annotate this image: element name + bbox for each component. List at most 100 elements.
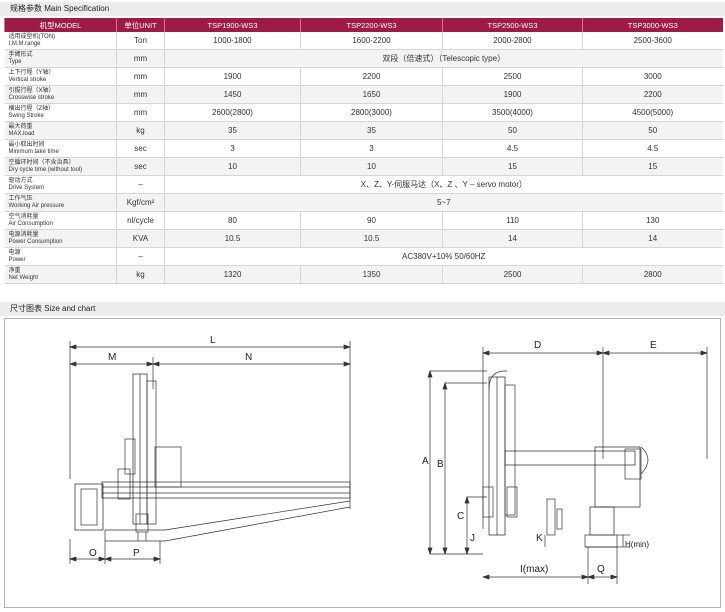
dim-H-label: H(min) <box>625 540 649 549</box>
row-label-cn: 适用成型机(TON) <box>8 34 56 40</box>
unit-cell: – <box>116 247 165 266</box>
merged-value-cell: X、Z、Y-伺服马达（X、Z 、Y – servo motor） <box>164 175 723 194</box>
value-cell: 14 <box>442 229 583 248</box>
unit-cell: Kgf/cm² <box>116 193 165 212</box>
value-cell: 1000-1800 <box>164 32 301 50</box>
column-header: TSP1900-WS3 <box>164 18 301 32</box>
row-label-cn: 引拔行程（X轴） <box>8 88 55 94</box>
dim-I-label: I(max) <box>520 564 548 575</box>
dim-L-label: L <box>210 335 216 346</box>
value-cell: 1900 <box>164 67 301 86</box>
row-label-cn: 净重 <box>8 268 21 274</box>
spec-section-header: 规格参数 Main Specification <box>0 2 725 16</box>
unit-cell: mm <box>116 85 165 104</box>
row-label-en: Air Consumption <box>8 220 53 227</box>
row-label-en: Crosswise stroke <box>8 94 55 101</box>
row-label-cn: 电源 <box>8 250 21 256</box>
unit-cell: mm <box>116 67 165 86</box>
unit-cell: nl/cycle <box>116 211 165 230</box>
row-label-cn: 电源消耗量 <box>8 232 39 238</box>
dim-N-label: N <box>245 352 252 363</box>
value-cell: 4.5 <box>582 139 723 158</box>
unit-cell: Ton <box>116 32 165 50</box>
row-label-cn: 上下行程（Y轴） <box>8 70 55 76</box>
row-label-en: Vertical stroke <box>8 76 47 83</box>
value-cell: 3500(4000) <box>442 103 583 122</box>
size-section-header: 尺寸图表 Size and chart <box>0 302 725 316</box>
value-cell: 10 <box>300 157 443 176</box>
value-cell: 2200 <box>300 67 443 86</box>
value-cell: 1650 <box>300 85 443 104</box>
row-label: 横出行程（Z轴）Swing Stroke <box>4 103 117 122</box>
row-label-cn: 空气消耗量 <box>8 214 39 220</box>
dim-Q-label: Q <box>597 564 605 575</box>
row-label-cn: 最大荷重 <box>8 124 33 130</box>
dim-E-label: E <box>650 340 657 351</box>
value-cell: 10.5 <box>164 229 301 248</box>
row-label-en: MAX.load <box>8 130 35 137</box>
dim-P-label: P <box>133 548 140 559</box>
row-label: 空循环时间（不含治具）Dry cycle time (without tool) <box>4 157 117 176</box>
dim-C-label: C <box>457 511 464 522</box>
value-cell: 1320 <box>164 265 301 284</box>
dim-A-label: A <box>422 456 429 467</box>
row-label-en: Net Weight <box>8 274 39 281</box>
row-label: 适用成型机(TON)I.M.M.range <box>4 32 117 50</box>
dim-O-label: O <box>89 548 97 559</box>
value-cell: 15 <box>442 157 583 176</box>
column-header: 单位UNIT <box>116 18 165 32</box>
value-cell: 50 <box>442 121 583 140</box>
row-label-en: Power Consumption <box>8 238 63 245</box>
unit-cell: kg <box>116 121 165 140</box>
value-cell: 1350 <box>300 265 443 284</box>
row-label-cn: 空循环时间（不含治具） <box>8 160 75 166</box>
dim-D-label: D <box>534 340 541 351</box>
value-cell: 2800 <box>582 265 723 284</box>
value-cell: 2200 <box>582 85 723 104</box>
value-cell: 2500 <box>442 265 583 284</box>
value-cell: 130 <box>582 211 723 230</box>
value-cell: 3 <box>300 139 443 158</box>
column-header: 机型MODEL <box>4 18 117 32</box>
unit-cell: – <box>116 175 165 194</box>
row-label-cn: 最小取出时间 <box>8 142 45 148</box>
value-cell: 2500-3600 <box>582 32 723 50</box>
value-cell: 10.5 <box>300 229 443 248</box>
dim-K-label: K <box>536 533 543 544</box>
value-cell: 35 <box>300 121 443 140</box>
value-cell: 110 <box>442 211 583 230</box>
value-cell: 3000 <box>582 67 723 86</box>
front-view-drawing <box>68 341 352 564</box>
value-cell: 50 <box>582 121 723 140</box>
row-label-en: Dry cycle time (without tool) <box>8 166 83 173</box>
merged-value-cell: 5~7 <box>164 193 723 212</box>
row-label-en: Power <box>8 256 26 263</box>
value-cell: 1450 <box>164 85 301 104</box>
row-label-cn: 驱动方式 <box>8 178 33 184</box>
row-label: 引拔行程（X轴）Crosswise stroke <box>4 85 117 104</box>
row-label-cn: 横出行程（Z轴） <box>8 106 55 112</box>
unit-cell: sec <box>116 157 165 176</box>
row-label-en: Minimum take time <box>8 148 59 155</box>
value-cell: 2800(3000) <box>300 103 443 122</box>
column-header: TSP2200-WS3 <box>300 18 443 32</box>
value-cell: 4500(5000) <box>582 103 723 122</box>
unit-cell: sec <box>116 139 165 158</box>
table-row: 空循环时间（不含治具）Dry cycle time (without tool)… <box>4 157 723 176</box>
value-cell: 15 <box>582 157 723 176</box>
